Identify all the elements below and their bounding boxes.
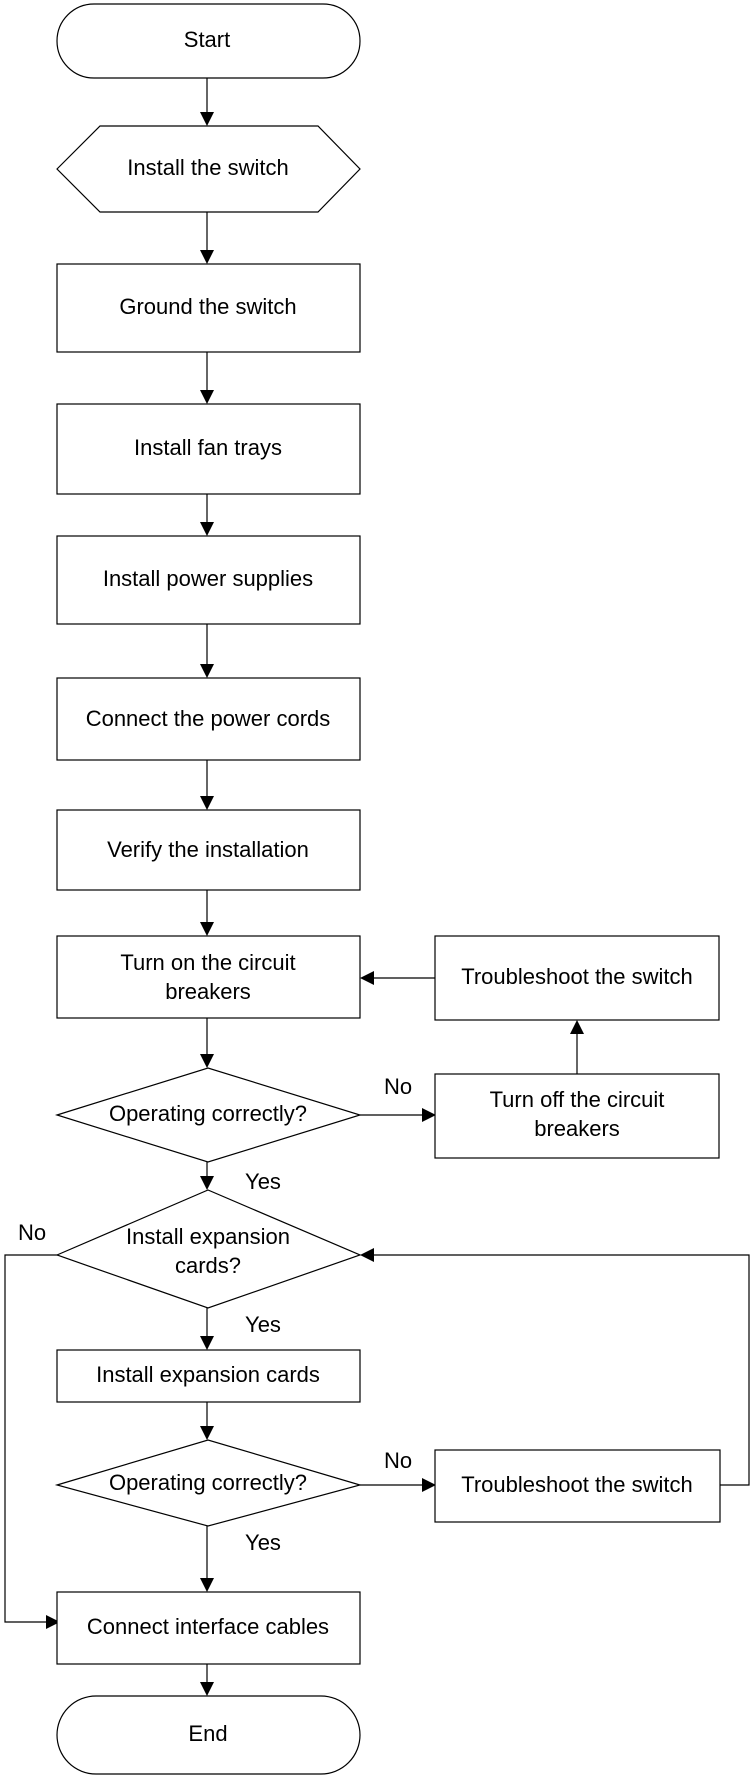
connect-interface-cables-node: Connect interface cables [56,1591,361,1665]
end-label: End [188,1721,227,1746]
troubleshoot-bottom-label: Troubleshoot the switch [461,1472,693,1497]
arrowhead [360,1248,374,1262]
arrowhead [200,1682,214,1696]
arrowhead [200,922,214,936]
arrowhead [200,1426,214,1440]
arrowhead [422,1108,436,1122]
arrowhead [570,1020,584,1034]
arrowhead [46,1615,60,1629]
operating-correctly-1-label: Operating correctly? [109,1101,307,1126]
connectors [4,78,750,1682]
arrowhead [200,112,214,126]
arrowheads [46,112,584,1696]
install-switch-node: Install the switch [56,125,361,213]
verify-installation-label: Verify the installation [107,837,309,862]
install-power-supplies-node: Install power supplies [56,535,361,625]
connect-power-cords-label: Connect the power cords [86,706,331,731]
turn-on-breakers-node: Turn on the circuit breakers [56,935,361,1019]
start-label: Start [184,27,230,52]
operating-correctly-2-node: Operating correctly? [54,1439,363,1527]
operating-correctly-2-label: Operating correctly? [109,1470,307,1495]
install-expansion-question-line2: cards? [175,1253,241,1278]
ground-switch-label: Ground the switch [119,294,296,319]
connect-power-cords-node: Connect the power cords [56,677,361,761]
operating-correctly-1-node: Operating correctly? [54,1067,363,1163]
arrowhead [200,250,214,264]
troubleshoot-top-node: Troubleshoot the switch [434,935,720,1021]
arrowhead [200,664,214,678]
arrowhead [200,1578,214,1592]
edge-label-no: No [18,1220,46,1245]
troubleshoot-bottom-node: Troubleshoot the switch [434,1449,721,1523]
ground-switch-node: Ground the switch [56,263,361,353]
install-expansion-cards-node: Install expansion cards [56,1349,361,1403]
install-power-supplies-label: Install power supplies [103,566,313,591]
connect-interface-cables-label: Connect interface cables [87,1614,329,1639]
install-expansion-question-line1: Install expansion [126,1224,290,1249]
install-fan-trays-node: Install fan trays [56,403,361,495]
end-node: End [56,1695,361,1775]
install-expansion-cards-label: Install expansion cards [96,1362,320,1387]
arrowhead [200,522,214,536]
start-node: Start [56,3,361,79]
arrowhead [200,390,214,404]
edge-label-yes: Yes [245,1530,281,1555]
turn-off-breakers-label-line1: Turn off the circuit [490,1087,665,1112]
turn-on-breakers-label-line1: Turn on the circuit [120,950,295,975]
install-expansion-question-node: Install expansion cards? [55,1189,362,1309]
arrowhead [200,1054,214,1068]
troubleshoot-top-label: Troubleshoot the switch [461,964,693,989]
install-switch-label: Install the switch [127,155,288,180]
arrowhead [200,796,214,810]
edge-label-yes: Yes [245,1169,281,1194]
turn-off-breakers-label-line2: breakers [534,1116,620,1141]
arrowhead [422,1478,436,1492]
install-fan-trays-label: Install fan trays [134,435,282,460]
edge-label-no: No [384,1074,412,1099]
edge-labels: No Yes No Yes No Yes [18,1074,412,1555]
arrowhead [200,1336,214,1350]
verify-installation-node: Verify the installation [56,809,361,891]
edge-label-no: No [384,1448,412,1473]
arrowhead [200,1176,214,1190]
turn-on-breakers-label-line2: breakers [165,979,251,1004]
edge-label-yes: Yes [245,1312,281,1337]
turn-off-breakers-node: Turn off the circuit breakers [434,1073,720,1159]
arrowhead [360,971,374,985]
